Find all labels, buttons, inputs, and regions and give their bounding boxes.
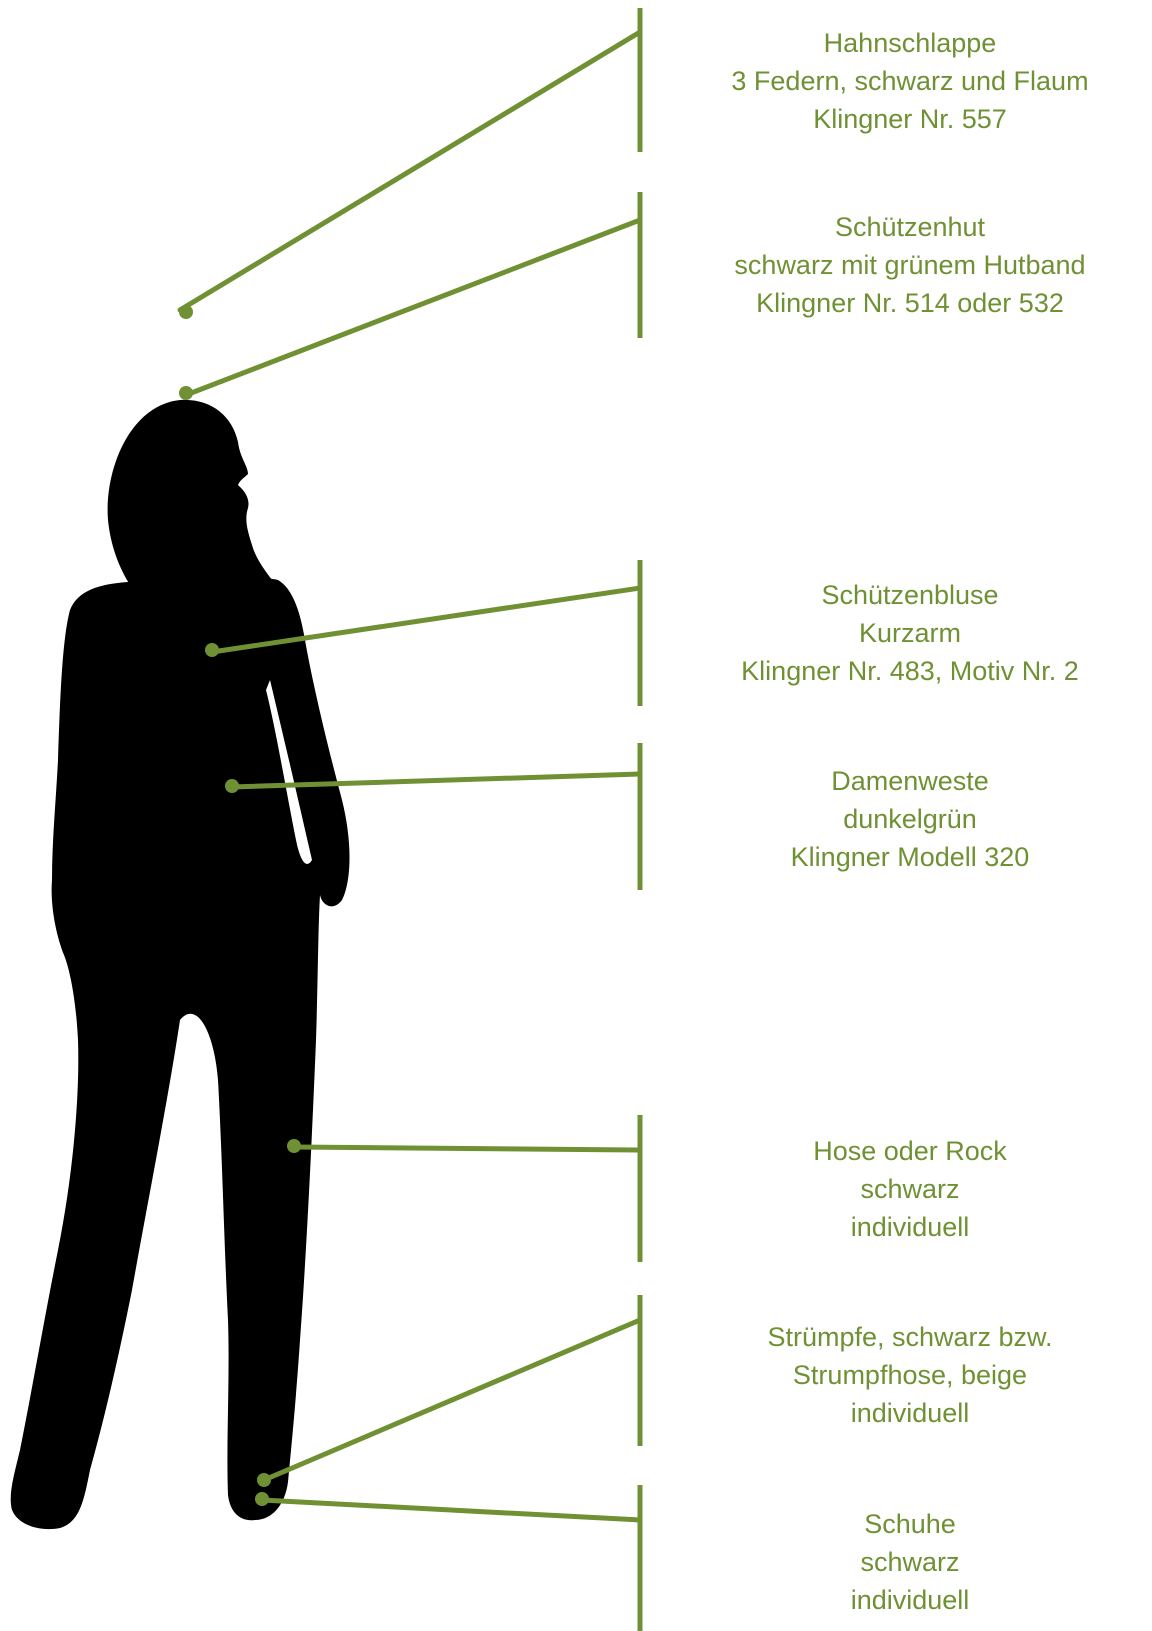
label-schuhe: Schuhe schwarz individuell [690,1505,1130,1619]
label-title: Damenweste [690,762,1130,800]
label-article: individuell [690,1208,1130,1246]
dot-schuetzenbluse [205,643,219,657]
label-article: Klingner Nr. 557 [690,100,1130,138]
label-title: Schützenbluse [690,576,1130,614]
label-article: Klingner Nr. 514 oder 532 [690,284,1130,322]
label-article: individuell [690,1394,1130,1432]
label-hose: Hose oder Rock schwarz individuell [690,1132,1130,1246]
label-article: Klingner Nr. 483, Motiv Nr. 2 [690,652,1130,690]
dot-damenweste [225,779,239,793]
label-detail: Strumpfhose, beige [690,1356,1130,1394]
dot-struempfe [257,1473,271,1487]
label-detail: dunkelgrün [690,800,1130,838]
dot-schuetzenhut [179,386,193,400]
connector-schuetzenhut [186,220,640,395]
label-article: individuell [690,1581,1130,1619]
label-damenweste: Damenweste dunkelgrün Klingner Modell 32… [690,762,1130,876]
label-detail: 3 Federn, schwarz und Flaum [690,62,1130,100]
label-detail: Kurzarm [690,614,1130,652]
label-title: Hahnschlappe [690,24,1130,62]
dot-schuhe [255,1492,269,1506]
label-title: Schützenhut [690,208,1130,246]
label-article: Klingner Modell 320 [690,838,1130,876]
label-title: Hose oder Rock [690,1132,1130,1170]
label-hahnschlappe: Hahnschlappe 3 Federn, schwarz und Flaum… [690,24,1130,138]
dot-hahnschlappe [179,305,193,319]
label-schuetzenhut: Schützenhut schwarz mit grünem Hutband K… [690,208,1130,322]
connector-hose [294,1147,640,1150]
woman-silhouette [11,400,350,1529]
connector-struempfe [264,1320,640,1480]
label-title: Schuhe [690,1505,1130,1543]
connector-hahnschlappe [180,32,640,310]
label-schuetzenbluse: Schützenbluse Kurzarm Klingner Nr. 483, … [690,576,1130,690]
label-detail: schwarz [690,1170,1130,1208]
label-title: Strümpfe, schwarz bzw. [690,1318,1130,1356]
dot-hose [287,1139,301,1153]
label-detail: schwarz [690,1543,1130,1581]
connector-schuhe [262,1500,640,1520]
label-struempfe: Strümpfe, schwarz bzw. Strumpfhose, beig… [690,1318,1130,1432]
label-detail: schwarz mit grünem Hutband [690,246,1130,284]
